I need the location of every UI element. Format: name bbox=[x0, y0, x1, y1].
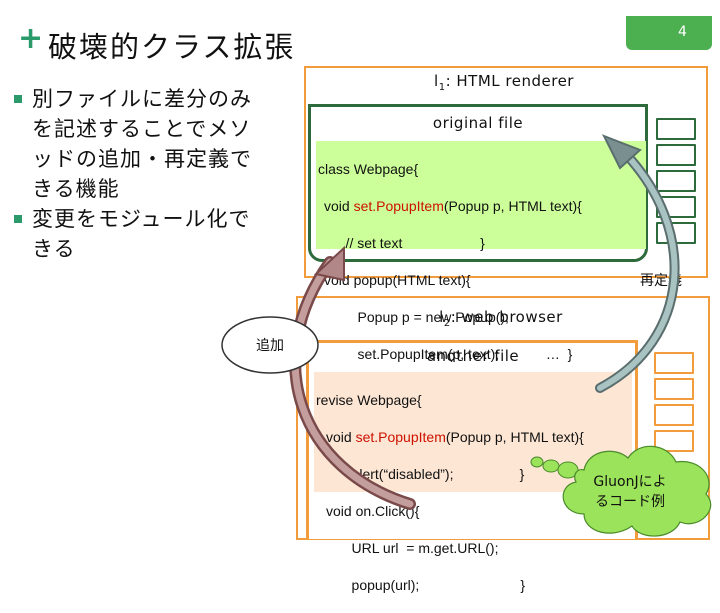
example-label: GluonJによ るコード例 bbox=[580, 472, 680, 512]
layer1-code: class Webpage{ void set.PopupItem(Popup … bbox=[318, 141, 582, 382]
code-line: Popup p = new Popup(); bbox=[342, 308, 509, 325]
bullet-2: 変更をモジュール化で きる bbox=[32, 204, 251, 264]
thought-bubble bbox=[530, 456, 544, 468]
code-line: URL url = m.get.URL(); bbox=[336, 539, 499, 556]
add-callout bbox=[221, 316, 319, 374]
example-label-line: GluonJによ bbox=[593, 474, 667, 490]
bullet-line: 変更をモジュール化で bbox=[32, 207, 251, 231]
layer1-side-block bbox=[656, 118, 696, 140]
layer2-label: l2: web browser bbox=[439, 308, 563, 329]
bullet-line: を記述することでメソ bbox=[32, 117, 252, 141]
layer1-side-block bbox=[656, 170, 696, 192]
bullet-line: きる bbox=[32, 237, 76, 261]
add-label: 追加 bbox=[256, 338, 284, 354]
code-line: popup(url); } bbox=[336, 576, 526, 593]
layer1-file-label: original file bbox=[432, 114, 524, 132]
bullet-line: ッドの追加・再定義で bbox=[32, 147, 252, 171]
bullet-marker bbox=[14, 95, 22, 103]
bullet-line: きる機能 bbox=[32, 177, 120, 201]
example-cloud bbox=[562, 445, 712, 537]
layer2-side-block bbox=[654, 430, 694, 452]
code-line: alert(“disabled”); } bbox=[336, 465, 525, 482]
add-arrow bbox=[291, 258, 414, 508]
page-number: 4 bbox=[678, 24, 687, 40]
thought-bubble bbox=[542, 459, 560, 473]
redefine-arrow bbox=[595, 145, 680, 393]
layer2-side-block bbox=[654, 378, 694, 400]
slide-title: 破壊的クラス拡張 bbox=[48, 30, 296, 64]
code-line: revise Webpage{ bbox=[316, 391, 422, 408]
page-number-tab bbox=[626, 16, 712, 50]
redefine-arrow bbox=[597, 147, 678, 391]
title-plus: + bbox=[18, 21, 44, 56]
layer2-side-block bbox=[654, 404, 694, 426]
code-line: set.PopupItem(p, text); … } bbox=[342, 345, 573, 362]
layer1-code-bg bbox=[316, 141, 646, 249]
layer2-side-block bbox=[654, 352, 694, 374]
layer1-label: l1: HTML renderer bbox=[434, 72, 574, 93]
bullet-line: 別ファイルに差分のみ bbox=[32, 87, 252, 111]
code-line: void set.PopupItem(Popup p, HTML text){ bbox=[324, 197, 582, 214]
code-line: // set text } bbox=[330, 234, 485, 251]
diagram-overlay bbox=[221, 134, 712, 537]
bullet-1: 別ファイルに差分のみ を記述することでメソ ッドの追加・再定義で きる機能 bbox=[32, 84, 252, 204]
layer1-side-block bbox=[656, 144, 696, 166]
layer2-file-label: another file bbox=[426, 347, 520, 365]
bullet-marker bbox=[14, 215, 22, 223]
add-arrow-head bbox=[313, 245, 345, 282]
code-line: class Webpage{ bbox=[318, 160, 419, 177]
redefine-arrow-head bbox=[601, 134, 642, 170]
code-line: void set.PopupItem(Popup p, HTML text){ bbox=[326, 428, 584, 445]
example-label-line: るコード例 bbox=[595, 494, 665, 510]
